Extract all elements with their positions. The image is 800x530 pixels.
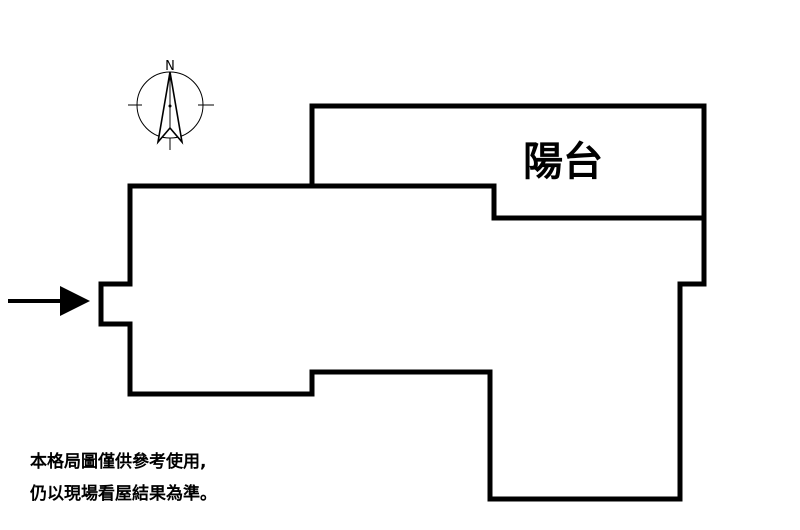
arrow-right-icon xyxy=(8,286,90,316)
disclaimer-line-2: 仍以現場看屋結果為準。 xyxy=(30,484,217,504)
disclaimer-line-1: 本格局圖僅供參考使用, xyxy=(30,452,207,472)
balcony-outline xyxy=(309,103,707,218)
balcony-label: 陽台 xyxy=(523,139,603,185)
unit-outline xyxy=(98,183,707,502)
compass-icon: N xyxy=(128,59,214,150)
compass-north-label: N xyxy=(165,59,175,74)
disclaimer-note: 本格局圖僅供參考使用, 仍以現場看屋結果為準。 xyxy=(30,446,217,510)
